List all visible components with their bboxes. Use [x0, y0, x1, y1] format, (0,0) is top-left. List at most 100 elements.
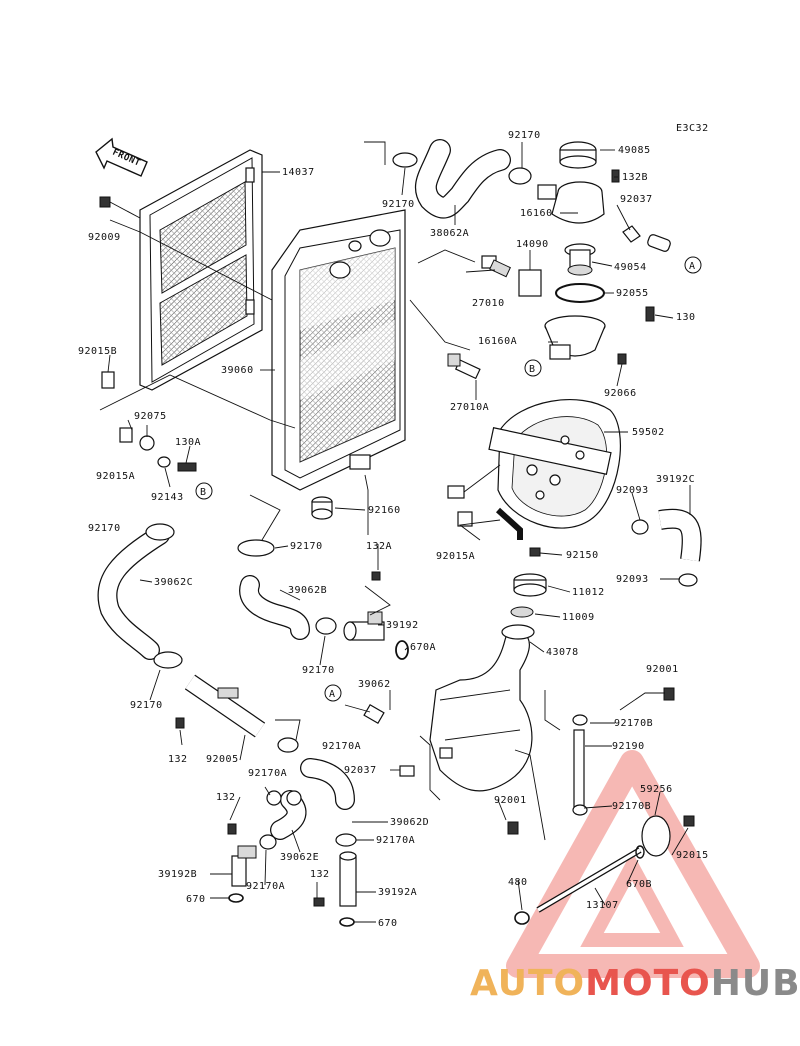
label-49085: 49085: [618, 145, 651, 156]
watermark-part-moto: MOTO: [585, 963, 711, 1004]
part-labels: 14037 92009 92015B 39060 92075 92015A 92…: [78, 130, 708, 929]
hose-39062c: [97, 525, 170, 660]
bolt-92001-a: [663, 687, 675, 701]
label-92015b: 92015B: [78, 346, 117, 357]
label-92075: 92075: [134, 411, 167, 422]
sensor-27010a: [447, 353, 481, 380]
watermark-text: AUTOMOTOHUB: [470, 963, 800, 1004]
svg-text:B: B: [200, 487, 207, 498]
label-39062e: 39062E: [280, 852, 319, 863]
leader-lines: [99, 141, 691, 923]
label-92015a: 92015A: [96, 471, 135, 482]
label-39060: 39060: [221, 365, 254, 376]
label-92037: 92037: [344, 765, 377, 776]
bolt-92150: [529, 547, 541, 557]
label-39062b: 39062B: [288, 585, 327, 596]
label-39062d: 39062D: [390, 817, 429, 828]
label-670: 670: [186, 894, 206, 905]
switch-27010: [481, 255, 511, 278]
o-ring-670-b: [339, 917, 355, 927]
hose-39062a: [414, 139, 511, 219]
callout-b-icon: B: [195, 482, 213, 500]
bolt-92001-b: [507, 821, 519, 835]
clamp-92170a-d: [259, 834, 277, 850]
label-39192a: 39192A: [378, 887, 417, 898]
label-92055: 92055: [616, 288, 649, 299]
o-ring-480: [514, 911, 530, 925]
label-480: 480: [508, 877, 528, 888]
label-92170: 92170: [302, 665, 335, 676]
label-39192c: 39192C: [656, 474, 695, 485]
label-92170: 92170: [508, 130, 541, 141]
label-43078: 43078: [546, 647, 579, 658]
svg-text:A: A: [329, 689, 336, 700]
label-92093: 92093: [616, 485, 649, 496]
label-92015a: 92015A: [436, 551, 475, 562]
label-670: 670: [378, 918, 398, 929]
label-130a: 130A: [175, 437, 201, 448]
bolt-132b: [611, 169, 620, 183]
clip-92037: [399, 765, 415, 777]
bolt-132-a: [175, 717, 185, 729]
label-92150: 92150: [566, 550, 599, 561]
pipe-39062: [363, 703, 385, 725]
label-670b: 670B: [626, 879, 652, 890]
filler-neck-16160: [537, 181, 605, 224]
label-92160: 92160: [368, 505, 401, 516]
label-92170: 92170: [382, 199, 415, 210]
svg-text:A: A: [689, 261, 696, 272]
label-130: 130: [676, 312, 696, 323]
label-92170b: 92170B: [614, 718, 653, 729]
o-ring-670b: [635, 845, 645, 859]
label-59256: 59256: [640, 784, 673, 795]
grommet-92160: [311, 496, 333, 520]
clamp-92170a-b: [266, 790, 282, 806]
svg-text:B: B: [529, 364, 536, 375]
clamp-92170a-e: [335, 833, 357, 847]
label-39062c: 39062C: [154, 577, 193, 588]
label-92170a: 92170A: [376, 835, 415, 846]
label-11012: 11012: [572, 587, 605, 598]
label-92170: 92170: [88, 523, 121, 534]
clamp-92170-c: [153, 651, 183, 669]
label-132: 132: [216, 792, 236, 803]
label-27010: 27010: [472, 298, 505, 309]
label-132a: 132A: [366, 541, 392, 552]
clamp-92170-d: [315, 617, 337, 635]
fitting-39192b: [231, 845, 257, 887]
label-92170: 92170: [130, 700, 163, 711]
gasket-92037: [622, 225, 641, 243]
hose-39062d: [300, 758, 355, 810]
watermark-part-auto: AUTO: [470, 963, 585, 1004]
grommet-92075: [139, 435, 155, 451]
clamp-92170b-b: [572, 804, 588, 816]
label-132b: 132B: [622, 172, 648, 183]
callout-a-icon: A: [324, 684, 342, 702]
label-14090: 14090: [516, 239, 549, 250]
o-ring-670-a: [228, 893, 244, 903]
label-59502: 59502: [632, 427, 665, 438]
label-92170b: 92170B: [612, 801, 651, 812]
collar-92143: [157, 456, 171, 468]
hose-39062b: [239, 575, 310, 640]
label-92001: 92001: [646, 664, 679, 675]
watermark-part-hub: HUB: [711, 963, 800, 1004]
label-92066: 92066: [604, 388, 637, 399]
label-16160: 16160: [520, 208, 553, 219]
clamp-92170a-a: [277, 737, 299, 753]
label-92190: 92190: [612, 741, 645, 752]
label-92001: 92001: [494, 795, 527, 806]
label-39062: 39062: [358, 679, 391, 690]
thermostat-49054: [564, 243, 596, 276]
label-92143: 92143: [151, 492, 184, 503]
front-arrow-icon: FRONT: [95, 137, 148, 177]
label-92093: 92093: [616, 574, 649, 585]
watermark-logo: [506, 750, 760, 978]
label-92170a: 92170A: [246, 881, 285, 892]
bolt-132-b: [227, 823, 237, 835]
label-670a: 670A: [410, 642, 436, 653]
impeller-59256: [641, 815, 695, 857]
fitting-39192: [343, 611, 385, 641]
gasket-11009: [510, 606, 534, 618]
clamp-92170b-a: [572, 714, 588, 726]
